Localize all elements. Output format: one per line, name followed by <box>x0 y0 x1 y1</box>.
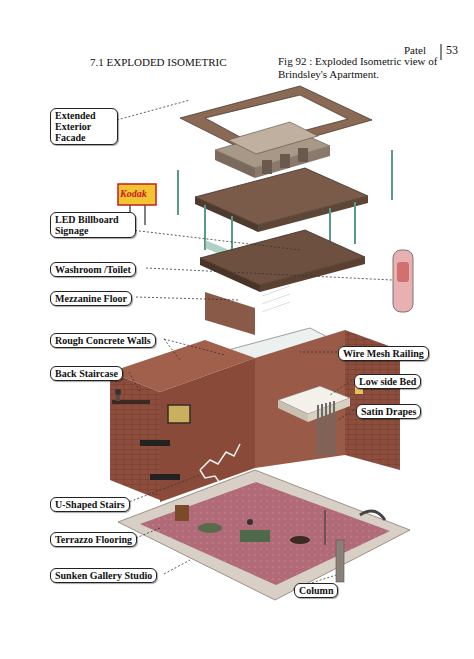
callout-box: Column <box>294 583 338 598</box>
callout-text: Wire Mesh Railing <box>343 348 424 359</box>
callout-text: Extended Exterior Facade <box>55 110 113 143</box>
page-number: 53 <box>446 43 458 58</box>
callout-text: Washroom /Toilet <box>55 264 131 275</box>
callout-text: Rough Concrete Walls <box>55 335 151 346</box>
callout-box: Satin Drapes <box>356 404 421 419</box>
callout-box: U-Shaped Stairs <box>50 497 130 512</box>
callout-box: Wire Mesh Railing <box>338 346 429 361</box>
callout-text: Terrazzo Flooring <box>55 534 132 545</box>
callout-text: Mezzanine Floor <box>55 293 127 304</box>
callout-box: LED Billboard Signage <box>50 212 136 238</box>
callout-box: Terrazzo Flooring <box>50 532 137 547</box>
sign-brand: Kodak <box>120 188 147 199</box>
callout-box: Extended Exterior Facade <box>50 108 118 145</box>
author-name: Patel <box>404 44 426 56</box>
callout-text: LED Billboard Signage <box>55 214 131 236</box>
callout-box: Rough Concrete Walls <box>50 333 156 348</box>
figure-caption: Fig 92 : Exploded Isometric view of Brin… <box>278 55 443 81</box>
callout-box: Washroom /Toilet <box>50 262 136 277</box>
callout-text: Column <box>299 585 333 596</box>
callout-text: Back Staircase <box>55 368 118 379</box>
section-title: 7.1 EXPLODED ISOMETRIC <box>90 56 227 68</box>
callout-box: Back Staircase <box>50 366 123 381</box>
callout-box: Low side Bed <box>354 374 421 389</box>
callout-box: Mezzanine Floor <box>50 291 132 306</box>
callout-text: U-Shaped Stairs <box>55 499 125 510</box>
callout-box: Sunken Gallery Studio <box>50 568 157 583</box>
callout-text: Sunken Gallery Studio <box>55 570 152 581</box>
callout-text: Satin Drapes <box>361 406 416 417</box>
callout-text: Low side Bed <box>359 376 416 387</box>
